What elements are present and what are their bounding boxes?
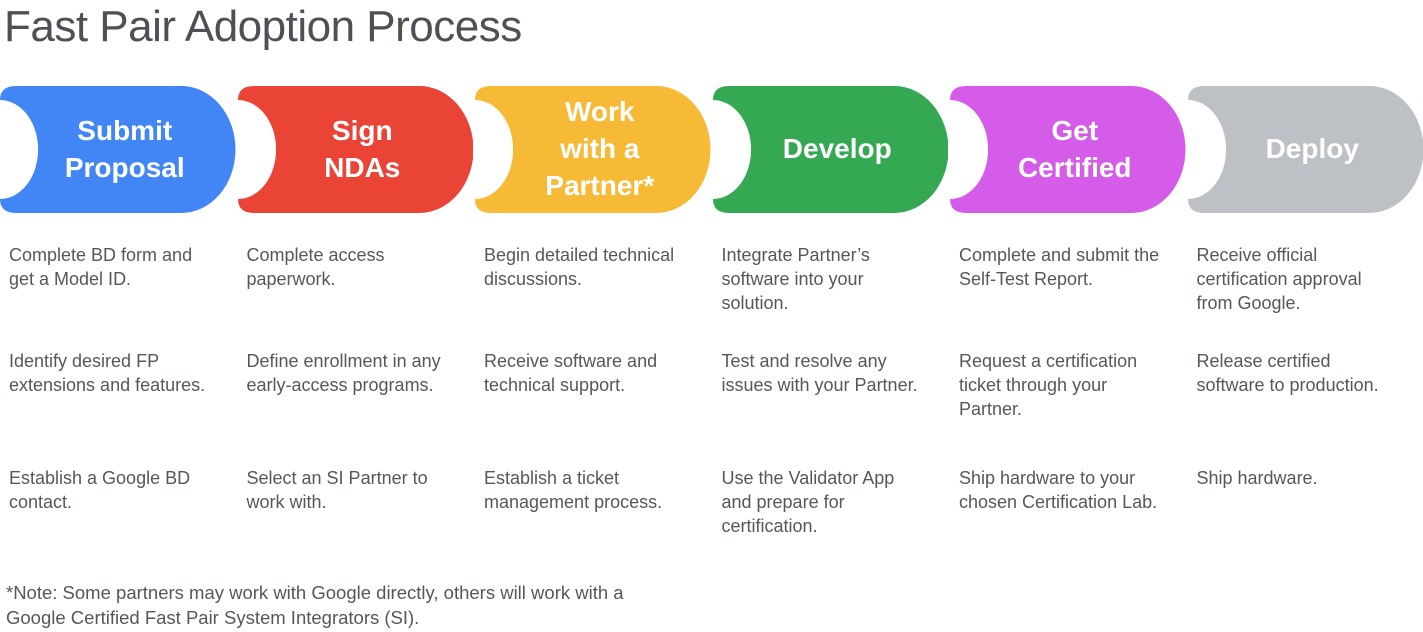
stage-step: Select an SI Partner to work with. — [246, 468, 428, 512]
stage-column-submit-proposal: Submit Proposal Complete BD form and get… — [0, 86, 236, 576]
stage-pill-deploy: Deploy — [1187, 86, 1423, 213]
stage-pill-work-with-partner: Work with a Partner* — [475, 86, 711, 213]
stage-step: Test and resolve any issues with your Pa… — [721, 351, 918, 395]
stage-steps: Complete BD form and get a Model ID. Ide… — [0, 243, 236, 576]
stage-column-get-certified: Get Certified Complete and submit the Se… — [950, 86, 1186, 576]
stage-step: Begin detailed technical discussions. — [484, 245, 675, 289]
stage-column-work-with-partner: Work with a Partner* Begin detailed tech… — [475, 86, 711, 576]
stage-pill-shape — [475, 86, 711, 213]
stage-label: Deploy — [1265, 133, 1359, 165]
page-title: Fast Pair Adoption Process — [4, 2, 522, 51]
stage-step: Ship hardware. — [1196, 468, 1318, 488]
stage-pill-shape — [712, 86, 948, 213]
stage-column-develop: Develop Integrate Partner’s software int… — [712, 86, 949, 576]
stage-step: Integrate Partner’s software into your s… — [721, 245, 870, 313]
stage-label: Work with a Partner* — [545, 96, 655, 201]
stage-step: Establish a ticket management process. — [484, 468, 663, 512]
stage-step: Request a certification ticket through y… — [959, 351, 1138, 419]
stage-step: Ship hardware to your chosen Certificati… — [959, 468, 1158, 512]
stage-step: Define enrollment in any early-access pr… — [246, 351, 441, 395]
stage-pill-shape — [237, 86, 473, 213]
footnote: *Note: Some partners may work with Googl… — [6, 582, 624, 628]
stage-step: Use the Validator App and prepare for ce… — [721, 468, 895, 536]
stage-pill-shape — [950, 86, 1186, 213]
process-stages-row: Submit Proposal Complete BD form and get… — [0, 86, 1423, 576]
stage-step: Establish a Google BD contact. — [9, 468, 191, 512]
stage-pill-get-certified: Get Certified — [950, 86, 1186, 213]
stage-label: Submit Proposal — [64, 114, 185, 183]
stage-column-deploy: Deploy Receive official certification ap… — [1187, 86, 1423, 576]
stage-column-sign-ndas: Sign NDAs Complete access paperwork. Def… — [237, 86, 474, 576]
stage-pill-shape — [0, 86, 236, 213]
stage-step: Receive software and technical support. — [484, 351, 658, 395]
stage-steps: Begin detailed technical discussions. Re… — [475, 243, 711, 576]
stage-pill-shape — [1187, 86, 1423, 213]
stage-label: Develop — [782, 133, 892, 165]
stage-pill-submit-proposal: Submit Proposal — [0, 86, 236, 213]
stage-steps: Receive official certification approval … — [1188, 243, 1423, 576]
stage-step: Complete and submit the Self-Test Report… — [959, 245, 1160, 289]
stage-pill-develop: Develop — [712, 86, 948, 213]
stage-step: Receive official certification approval … — [1196, 245, 1362, 313]
stage-step: Identify desired FP extensions and featu… — [9, 351, 206, 395]
stage-step: Release certified software to production… — [1196, 351, 1379, 395]
stage-step: Complete access paperwork. — [246, 245, 385, 289]
stage-step: Complete BD form and get a Model ID. — [9, 245, 193, 289]
stage-steps: Complete and submit the Self-Test Report… — [950, 243, 1186, 576]
stage-label: Sign NDAs — [324, 114, 401, 183]
stage-label: Get Certified — [1017, 114, 1132, 183]
stage-steps: Complete access paperwork. Define enroll… — [238, 243, 474, 576]
stage-pill-sign-ndas: Sign NDAs — [237, 86, 473, 213]
stage-steps: Integrate Partner’s software into your s… — [713, 243, 949, 576]
